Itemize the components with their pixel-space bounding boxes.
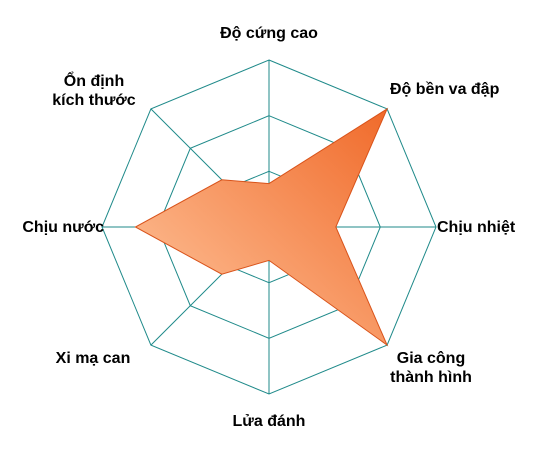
- axis-label-0: Độ cứng cao: [220, 25, 318, 42]
- axis-label-3-line-0: Gia công: [397, 350, 465, 367]
- series-area-layer: [134, 107, 389, 347]
- axis-label-4-line-0: Lửa đánh: [233, 413, 306, 430]
- axis-label-7-line-1: kích thước: [52, 92, 136, 109]
- axis-label-6: Chịu nước: [22, 219, 104, 236]
- axis-label-7-line-0: Ổn định: [64, 71, 124, 90]
- axis-label-2-line-0: Chịu nhiệt: [437, 219, 516, 236]
- axis-label-5-line-0: Xi mạ can: [56, 350, 131, 367]
- series-area-0: [134, 107, 389, 347]
- axis-label-6-line-0: Chịu nước: [22, 219, 104, 236]
- axis-label-1-line-0: Độ bền va đập: [390, 81, 500, 98]
- axis-label-3: Gia công thành hình: [390, 350, 472, 386]
- axis-label-7: Ổn định kích thước: [52, 71, 136, 109]
- axis-label-4: Lửa đánh: [233, 413, 306, 430]
- axis-label-1: Độ bền va đập: [390, 81, 500, 98]
- axis-label-5: Xi mạ can: [56, 350, 131, 367]
- axis-label-0-line-0: Độ cứng cao: [220, 25, 318, 42]
- axis-label-2: Chịu nhiệt: [437, 219, 516, 236]
- axis-label-3-line-1: thành hình: [390, 369, 472, 386]
